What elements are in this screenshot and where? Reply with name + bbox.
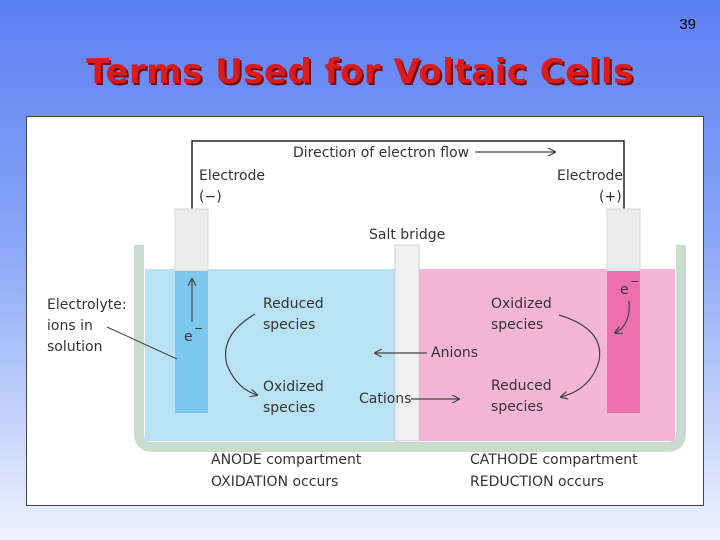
electron-left: e xyxy=(184,329,193,345)
voltaic-cell-diagram: Direction of electron flow Electrode (−)… xyxy=(47,140,686,490)
reduced-species-left-2: species xyxy=(263,317,315,333)
oxidized-species-left-2: species xyxy=(263,400,315,416)
reduction-label: REDUCTION occurs xyxy=(470,474,604,490)
electron-right-arrow xyxy=(615,300,630,333)
oxidation-label: OXIDATION occurs xyxy=(211,474,338,490)
electrode-right-label: Electrode xyxy=(557,168,623,184)
beaker-wall xyxy=(134,245,686,452)
electrode-left-sign: (−) xyxy=(199,189,222,205)
oxidized-species-right-2: species xyxy=(491,317,543,333)
external-wire xyxy=(191,140,625,209)
reduced-species-left-1: Reduced xyxy=(263,296,324,312)
cathode-electrode-top xyxy=(606,208,641,272)
cathode-electrode xyxy=(607,271,640,413)
voltaic-cell-figure: Direction of electron flow Electrode (−)… xyxy=(26,116,704,506)
cathode-reduction-arrow xyxy=(558,314,601,397)
anions-label: Anions xyxy=(431,345,478,361)
anode-electrode-top xyxy=(174,208,209,272)
electron-left-charge: − xyxy=(194,322,203,335)
electrolyte-label-3: solution xyxy=(47,339,102,355)
electron-right-charge: − xyxy=(630,275,639,288)
cathode-compartment-label: CATHODE compartment xyxy=(470,452,638,468)
electrolyte-pointer xyxy=(106,326,178,360)
oxidized-species-left-1: Oxidized xyxy=(263,379,324,395)
salt-bridge xyxy=(394,244,420,442)
reduced-species-right-1: Reduced xyxy=(491,378,552,394)
electron-flow-label: Direction of electron flow xyxy=(293,145,469,161)
slide-title: Terms Used for Voltaic Cells xyxy=(86,52,634,92)
electrode-left-label: Electrode xyxy=(199,168,265,184)
electrolyte-label-1: Electrolyte: xyxy=(47,297,127,313)
anode-compartment-label: ANODE compartment xyxy=(211,452,362,468)
electrolyte-label-2: ions in xyxy=(47,318,93,334)
slide-number: 39 xyxy=(679,16,696,33)
electron-right: e xyxy=(620,282,629,298)
oxidized-species-right-1: Oxidized xyxy=(491,296,552,312)
salt-bridge-label: Salt bridge xyxy=(369,227,445,243)
cations-label: Cations xyxy=(359,391,411,407)
anode-oxidation-arrow xyxy=(225,313,257,395)
reduced-species-right-2: species xyxy=(491,399,543,415)
electrode-right-sign: (+) xyxy=(599,189,622,205)
